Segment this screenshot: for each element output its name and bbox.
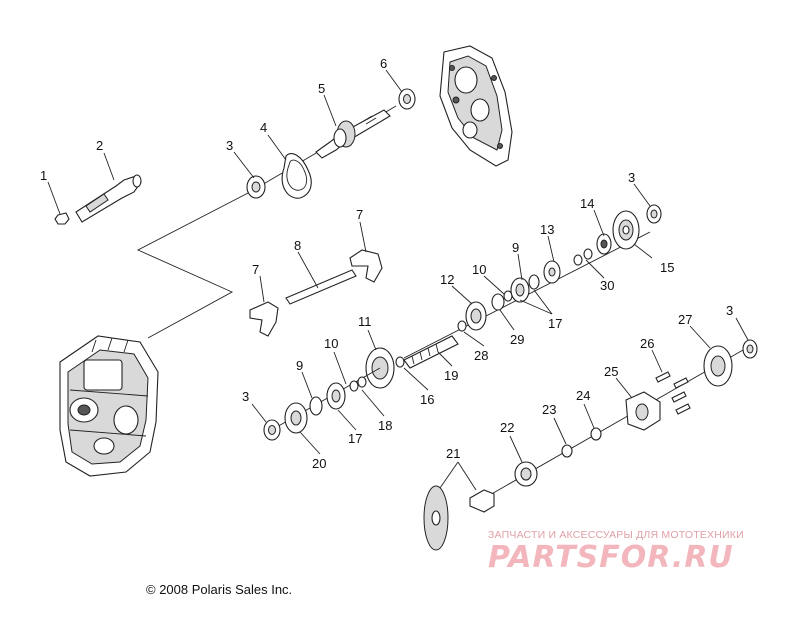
callout-21: 21	[446, 446, 460, 461]
callout-3: 3	[242, 389, 249, 404]
callout-3: 3	[628, 170, 635, 185]
part-3-bearing-lower-right	[742, 339, 758, 359]
callout-18: 18	[378, 418, 392, 433]
part-27-gear	[703, 345, 733, 387]
callout-16: 16	[420, 392, 434, 407]
part-6-bearing	[398, 88, 416, 110]
part-3-bearing-lower	[263, 419, 281, 441]
callout-30: 30	[600, 278, 614, 293]
callout-24: 24	[576, 388, 590, 403]
part-12-gear	[465, 301, 487, 331]
watermark-logo: PARTSFOR.RU	[488, 540, 734, 575]
part-25-flange	[625, 391, 661, 431]
part-13-bushing	[543, 260, 561, 284]
callout-1: 1	[40, 168, 47, 183]
part-30-washer	[573, 248, 593, 266]
callout-3: 3	[726, 303, 733, 318]
callout-9: 9	[512, 240, 519, 255]
part-1-nut	[54, 212, 70, 225]
callout-17: 17	[348, 431, 362, 446]
callout-22: 22	[500, 420, 514, 435]
callout-6: 6	[380, 56, 387, 71]
part-7-shift-fork-right	[349, 249, 383, 283]
part-5-output-shaft	[315, 109, 391, 159]
callout-26: 26	[640, 336, 654, 351]
callout-19: 19	[444, 368, 458, 383]
part-16-washer	[395, 356, 405, 368]
callout-14: 14	[580, 196, 594, 211]
part-2-input-shaft	[75, 174, 142, 223]
part-17-ring	[528, 274, 540, 290]
callout-7: 7	[252, 262, 259, 277]
callout-10: 10	[324, 336, 338, 351]
callout-20: 20	[312, 456, 326, 471]
part-4-drive-chain	[281, 153, 312, 199]
part-9-gear	[510, 277, 530, 303]
callout-3: 3	[226, 138, 233, 153]
callout-labels: 1 2 3 4 5 6 7 7 8 3 14 13 9 10 12 15 30 …	[40, 56, 733, 471]
callout-13: 13	[540, 222, 554, 237]
callout-17: 17	[548, 316, 562, 331]
part-9-ring-lower	[309, 396, 323, 416]
site-watermark: ЗАПЧАСТИ И АКСЕССУАРЫ ДЛЯ МОТОТЕХНИКИ PA…	[488, 529, 788, 575]
part-19-countershaft	[403, 335, 459, 369]
part-7-shift-fork-left	[249, 301, 279, 337]
watermark-subtitle: ЗАПЧАСТИ И АКСЕССУАРЫ ДЛЯ МОТОТЕХНИКИ	[488, 529, 744, 541]
copyright-notice: © 2008 Polaris Sales Inc.	[146, 582, 293, 597]
callout-29: 29	[510, 332, 524, 347]
callout-15: 15	[660, 260, 674, 275]
part-20-gear	[284, 402, 308, 434]
callout-23: 23	[542, 402, 556, 417]
part-22-bearing	[514, 461, 538, 487]
callout-4: 4	[260, 120, 267, 135]
callout-12: 12	[440, 272, 454, 287]
callout-28: 28	[474, 348, 488, 363]
transmission-case	[59, 335, 159, 477]
transmission-cover	[439, 45, 513, 167]
part-14-collar	[596, 233, 612, 255]
assembly-line	[136, 191, 251, 339]
part-28-washer	[457, 320, 467, 332]
callout-25: 25	[604, 364, 618, 379]
part-3-bearing-top	[246, 175, 266, 199]
callout-7: 7	[356, 207, 363, 222]
part-24-ring	[590, 427, 602, 441]
part-23-ring	[561, 444, 573, 458]
part-3-bearing-right	[646, 204, 662, 224]
part-8-shift-rail	[285, 269, 357, 305]
callout-27: 27	[678, 312, 692, 327]
part-29-spacer	[491, 293, 505, 311]
part-18-washer	[349, 376, 367, 392]
part-15-gear	[612, 210, 640, 250]
callout-8: 8	[294, 238, 301, 253]
leader-lines	[47, 69, 749, 491]
callout-9: 9	[296, 358, 303, 373]
callout-10: 10	[472, 262, 486, 277]
callout-2: 2	[96, 138, 103, 153]
part-26-bolts	[655, 371, 691, 415]
callout-11: 11	[358, 314, 372, 329]
part-21-drive-sheave	[423, 485, 495, 551]
part-17-gear-lower	[326, 382, 346, 410]
callout-5: 5	[318, 81, 325, 96]
